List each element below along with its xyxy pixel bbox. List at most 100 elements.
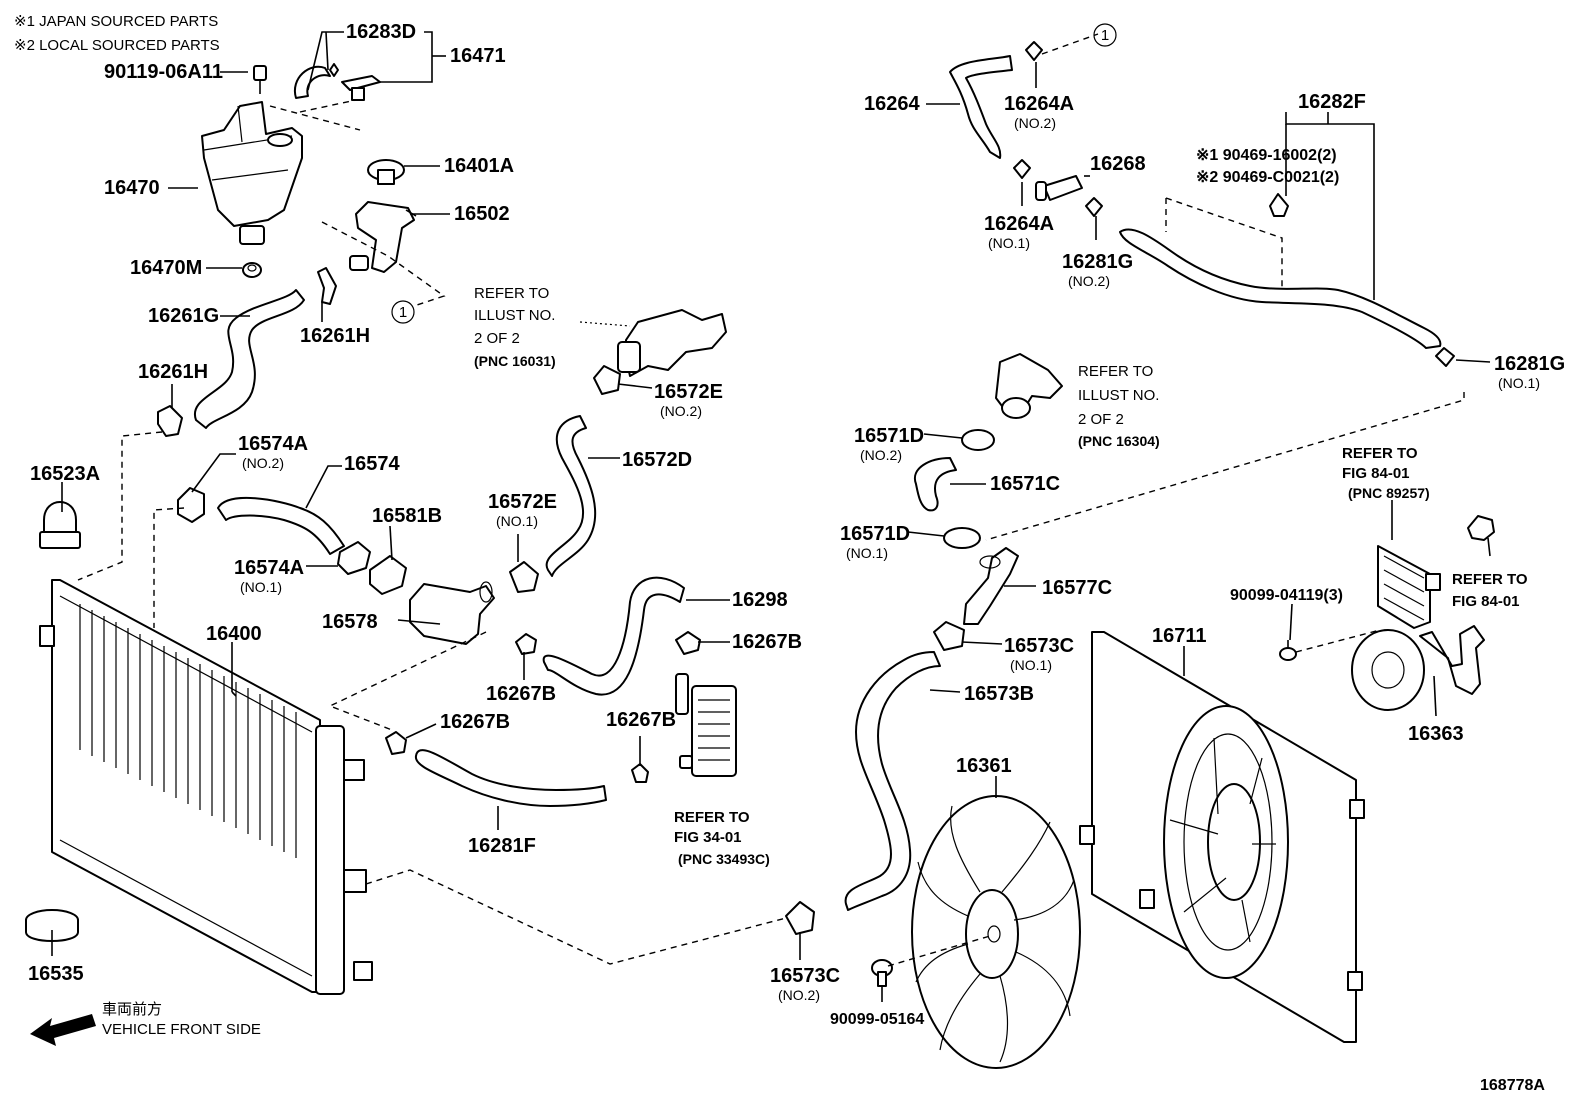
- clamp-16572E-no2-drawing: [593, 365, 621, 395]
- part-label-16535: 16535: [28, 963, 84, 985]
- part-label-16574: 16574: [344, 453, 400, 475]
- part-label-16571D-no1: 16571D: [840, 523, 910, 545]
- note-japan-sourced: ※1 JAPAN SOURCED PARTS: [14, 13, 218, 30]
- module-ref-89257-drawing: [1377, 500, 1441, 629]
- inlet-16502-drawing: [349, 201, 417, 273]
- svg-text:(PNC 16031): (PNC 16031): [474, 353, 556, 369]
- part-sub-16573C-no1: (NO.1): [1010, 657, 1052, 673]
- bolt-90099-04119-drawing: [1279, 640, 1297, 661]
- cap-16471-drawing: [341, 75, 381, 101]
- clip-16281G-no1-drawing: [1435, 347, 1455, 367]
- hose-16261G-drawing: [193, 289, 305, 429]
- part-label-16261H-lower: 16261H: [138, 361, 208, 383]
- cap-16401A-drawing: [367, 159, 405, 185]
- figure-id: 168778A: [1480, 1077, 1545, 1094]
- joint-16268-drawing: [1035, 175, 1083, 201]
- part-label-16572E-no2: 16572E: [654, 381, 723, 403]
- note-local-sourced: ※2 LOCAL SOURCED PARTS: [14, 37, 220, 54]
- part-label-16261H-upper: 16261H: [300, 325, 370, 347]
- front-direction-jp: 車両前方: [102, 1001, 162, 1018]
- part-label-16523A: 16523A: [30, 463, 100, 485]
- clamp-16574A-no1-drawing: [337, 541, 371, 575]
- part-label-16574A-no2: 16574A: [238, 433, 308, 455]
- callout-1-top: 1: [1101, 27, 1109, 44]
- part-label-16298: 16298: [732, 589, 788, 611]
- part-label-16577C: 16577C: [1042, 577, 1112, 599]
- clamp-16261H-upper-drawing: [317, 267, 337, 305]
- part-label-16264A-no1: 16264A: [984, 213, 1054, 235]
- part-label-16268: 16268: [1090, 153, 1146, 175]
- part-label-16571D-no2: 16571D: [854, 425, 924, 447]
- part-label-16282F: 16282F: [1298, 91, 1366, 113]
- svg-text:ILLUST NO.: ILLUST NO.: [1078, 387, 1159, 404]
- radiator-16400-drawing: [39, 579, 373, 995]
- part-sub-16572E-no2: (NO.2): [660, 403, 702, 419]
- clip-16281G-no2-drawing: [1085, 197, 1103, 217]
- svg-text:(PNC 33493C): (PNC 33493C): [678, 851, 770, 867]
- svg-text:(PNC 89257): (PNC 89257): [1348, 485, 1430, 501]
- part-label-16471: 16471: [450, 45, 506, 67]
- part-label-16281F: 16281F: [468, 835, 536, 857]
- clamp-16573C-no1-drawing: [933, 621, 965, 651]
- part-sub-16572E-no1: (NO.1): [496, 513, 538, 529]
- part-label-16578: 16578: [322, 611, 378, 633]
- part-label-16581B: 16581B: [372, 505, 442, 527]
- clip-90469-drawing: [1269, 193, 1289, 217]
- part-label-16267B-cooler: 16267B: [606, 709, 676, 731]
- part-label-16574A-no1: 16574A: [234, 557, 304, 579]
- hose-16574-drawing: [217, 496, 345, 555]
- reservoir-16470-drawing: [201, 101, 303, 245]
- part-label-16470M: 16470M: [130, 257, 202, 279]
- svg-text:(PNC 16304): (PNC 16304): [1078, 433, 1160, 449]
- part-label-16502: 16502: [454, 203, 510, 225]
- assembly-dashed-lines: [77, 33, 1465, 967]
- clamp-16581B-drawing: [369, 555, 407, 595]
- part-label-16572E-no1: 16572E: [488, 491, 557, 513]
- bolt-90119-06A11-drawing: [253, 65, 267, 94]
- front-direction-en: VEHICLE FRONT SIDE: [102, 1021, 261, 1038]
- water-pump-ref-16031-drawing: [617, 309, 727, 377]
- clamp-16571D-no2-drawing: [961, 429, 995, 451]
- reference-pnc-16304: REFER TO ILLUST NO. 2 OF 2 (PNC 16304): [1078, 363, 1160, 449]
- part-label-16264: 16264: [864, 93, 920, 115]
- hose-16572D-drawing: [545, 415, 597, 577]
- svg-text:REFER TO: REFER TO: [1452, 571, 1528, 588]
- part-label-16264A-no2: 16264A: [1004, 93, 1074, 115]
- clip-16264A-no1-drawing: [1013, 159, 1031, 179]
- hose-16571C-drawing: [913, 457, 957, 512]
- callout-1-mid: 1: [399, 304, 407, 321]
- reference-pnc-33493C: REFER TO FIG 34-01 (PNC 33493C): [674, 809, 770, 867]
- shroud-16711-drawing: [1079, 631, 1365, 1043]
- hose-16283D-drawing: [293, 63, 339, 99]
- part-label-16261G: 16261G: [148, 305, 219, 327]
- part-label-16573C-no1: 16573C: [1004, 635, 1074, 657]
- bolt-ref-84-01-drawing: [1467, 515, 1495, 557]
- clip-16264A-no2-drawing: [1025, 41, 1043, 61]
- arrow-left-icon: [30, 1014, 96, 1046]
- part-label-90469-C0021: ※2 90469-C0021(2): [1196, 169, 1339, 186]
- svg-text:REFER TO: REFER TO: [474, 285, 549, 302]
- reference-fig-84-01: REFER TO FIG 84-01: [1452, 571, 1528, 610]
- callout-circle-top: [1093, 23, 1117, 47]
- svg-text:2 OF 2: 2 OF 2: [1078, 411, 1124, 428]
- clamp-16261H-lower-drawing: [157, 405, 183, 437]
- part-label-16267B-right: 16267B: [732, 631, 802, 653]
- leader-lines: [51, 31, 1491, 1002]
- part-label-16363: 16363: [1408, 723, 1464, 745]
- hose-16264-drawing: [949, 55, 1013, 159]
- part-label-16401A: 16401A: [444, 155, 514, 177]
- part-label-16267B-center: 16267B: [486, 683, 556, 705]
- svg-text:FIG 84-01: FIG 84-01: [1342, 465, 1410, 482]
- svg-text:FIG 84-01: FIG 84-01: [1452, 593, 1520, 610]
- part-label-16400: 16400: [206, 623, 262, 645]
- part-label-16571C: 16571C: [990, 473, 1060, 495]
- part-label-16361: 16361: [956, 755, 1012, 777]
- cap-16523A-drawing: [39, 501, 81, 549]
- part-label-16573C-no2: 16573C: [770, 965, 840, 987]
- part-label-16470: 16470: [104, 177, 160, 199]
- clamp-16574A-no2-drawing: [177, 487, 205, 523]
- part-sub-16281G-no2: (NO.2): [1068, 273, 1110, 289]
- part-label-90469-16002: ※1 90469-16002(2): [1196, 147, 1337, 164]
- callout-circle-mid: [391, 300, 415, 324]
